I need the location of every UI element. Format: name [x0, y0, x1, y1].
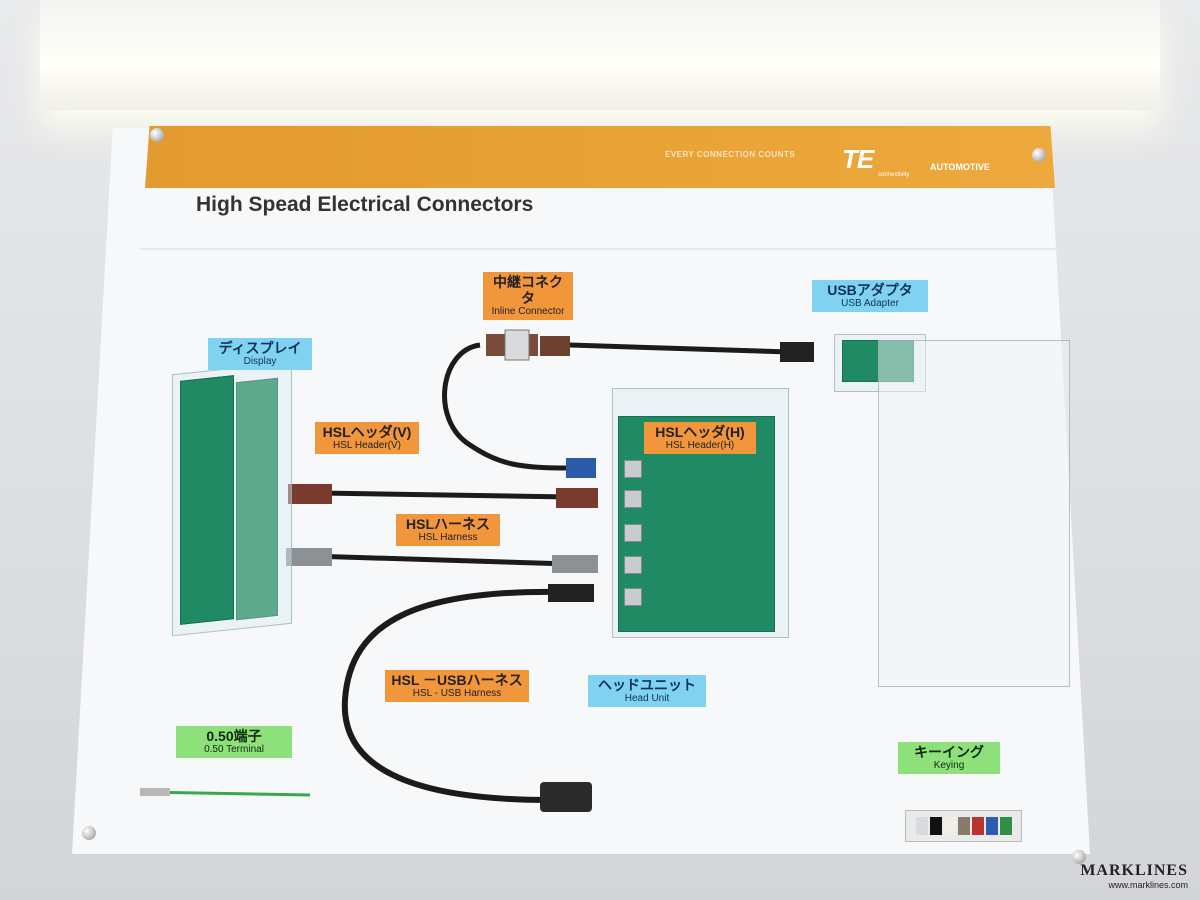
usb-adapter-cable	[569, 342, 791, 355]
label-jp: キーイング	[914, 744, 984, 760]
usb-adapter-plug	[780, 342, 814, 362]
label-jp: ディスプレイ	[218, 340, 302, 356]
key-red	[972, 817, 984, 835]
header-port	[624, 556, 642, 574]
label-hsl-usb-harness: HSL －USBハーネス HSL - USB Harness	[385, 670, 529, 702]
label-jp: HSL －USBハーネス	[391, 672, 523, 688]
hsl-harness-plug-left	[286, 548, 332, 566]
blue-connector	[566, 458, 596, 478]
header-port	[624, 460, 642, 478]
te-logo-subtitle: connectivity	[878, 172, 910, 178]
header-port	[624, 524, 642, 542]
screw-icon	[82, 826, 96, 840]
label-en: Keying	[933, 760, 965, 772]
label-jp: USBアダプタ	[827, 282, 913, 298]
label-en: HSL - USB Harness	[412, 688, 502, 700]
screw-icon	[1072, 850, 1086, 864]
watermark: MARKLINES www.marklines.com	[1080, 862, 1188, 890]
label-hsl-header-h: HSLヘッダ(H) HSL Header(H)	[644, 422, 756, 454]
label-keying: キーイング Keying	[898, 742, 1000, 774]
keying-sample-block	[905, 810, 1022, 842]
screw-icon	[150, 128, 164, 142]
label-jp: 中継コネクタ	[493, 274, 563, 307]
key-white	[944, 817, 956, 835]
label-jp: HSLヘッダ(H)	[655, 424, 745, 440]
label-jp: HSLヘッダ(V)	[322, 424, 412, 440]
inline-connector-shell	[504, 329, 530, 361]
label-en: Head Unit	[624, 693, 670, 705]
label-jp: ヘッドユニット	[598, 677, 696, 693]
screw-icon	[1032, 148, 1046, 162]
usb-plug	[540, 782, 592, 812]
hsl-usb-plug	[548, 584, 594, 602]
label-en: USB Adapter	[841, 298, 899, 310]
label-en: Inline Connector	[491, 306, 565, 318]
key-blue	[986, 817, 998, 835]
key-black	[930, 817, 942, 835]
hsl-harness-plug-right	[552, 555, 598, 573]
display-pcb-rear	[236, 377, 278, 621]
terminal-contact	[140, 788, 170, 796]
label-inline-connector: 中継コネクタ Inline Connector	[483, 272, 573, 320]
label-jp: 0.50端子	[206, 728, 262, 744]
hsl-header-h-plug	[556, 488, 598, 508]
header-port	[624, 490, 642, 508]
board-title: High Spead Electrical Connectors	[196, 193, 534, 216]
label-en: HSL Header(H)	[665, 440, 735, 452]
label-terminal: 0.50端子 0.50 Terminal	[176, 726, 292, 758]
hsl-harness-cable	[309, 553, 571, 567]
label-en: HSL Harness	[418, 532, 478, 544]
division-label: AUTOMOTIVE	[930, 162, 990, 172]
key-brown	[958, 817, 970, 835]
display-pcb	[180, 375, 234, 625]
key-green	[1000, 817, 1012, 835]
inline-cable	[442, 342, 571, 471]
header-port	[624, 588, 642, 606]
watermark-name: MARKLINES	[1080, 862, 1188, 879]
header-slogan: EVERY CONNECTION COUNTS	[665, 150, 796, 159]
hsl-header-cable	[319, 490, 571, 500]
acrylic-panel	[878, 340, 1070, 687]
label-en: 0.50 Terminal	[204, 744, 264, 756]
hsl-header-v-plug	[288, 484, 332, 504]
label-jp: HSLハーネス	[406, 516, 490, 532]
title-divider	[140, 248, 1060, 250]
label-hsl-harness: HSLハーネス HSL Harness	[396, 514, 500, 546]
header-bar	[145, 126, 1055, 188]
te-logo: TE	[842, 144, 874, 174]
key-natural	[916, 817, 928, 835]
label-en: HSL Header(V)	[333, 440, 401, 452]
inline-connector-plug	[540, 336, 570, 356]
case-ceiling-light	[40, 0, 1160, 110]
label-hsl-header-v: HSLヘッダ(V) HSL Header(V)	[315, 422, 419, 454]
label-display: ディスプレイ Display	[208, 338, 312, 370]
label-head-unit: ヘッドユニット Head Unit	[588, 675, 706, 707]
label-en: Display	[243, 356, 277, 368]
hsl-usb-harness-cable	[341, 588, 561, 803]
watermark-url: www.marklines.com	[1108, 880, 1188, 890]
label-usb-adapter: USBアダプタ USB Adapter	[812, 280, 928, 312]
